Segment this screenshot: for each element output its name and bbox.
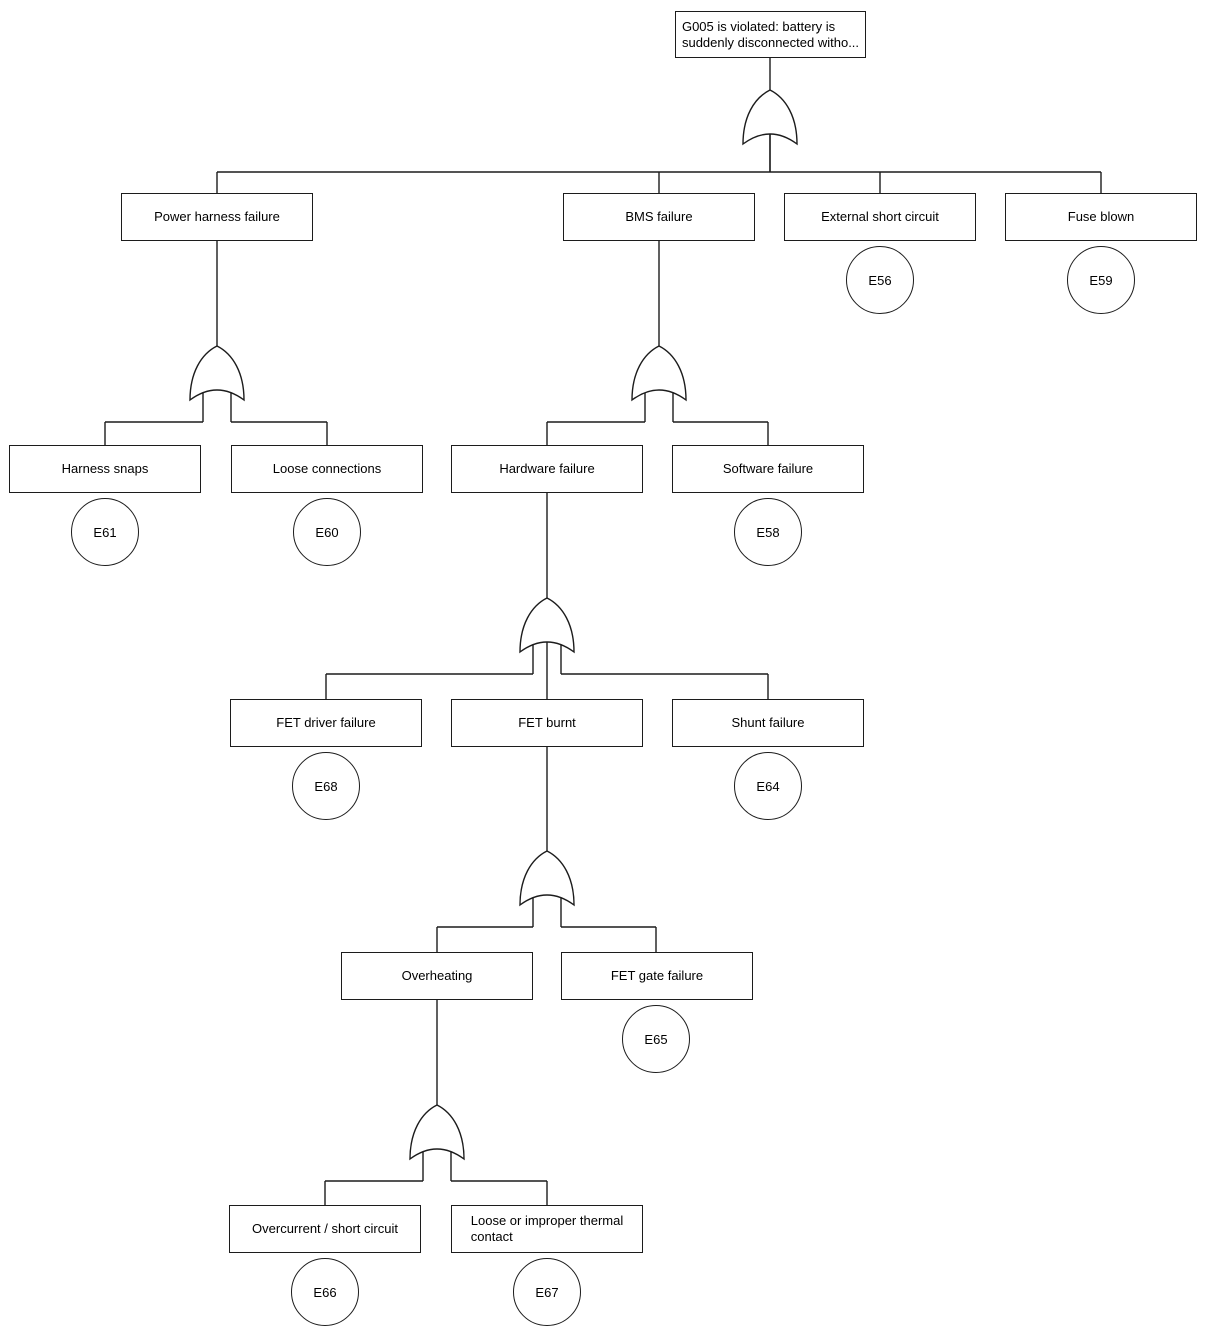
or-gate-bms <box>631 345 687 422</box>
basic-event-e56-label: E56 <box>868 272 892 288</box>
node-fet-gate-failure-label: FET gate failure <box>610 968 704 983</box>
node-external-short-circuit: External short circuit <box>784 193 976 241</box>
node-overheating-label: Overheating <box>401 968 473 983</box>
node-fet-burnt-label: FET burnt <box>518 715 576 730</box>
basic-event-e64-label: E64 <box>756 778 780 794</box>
or-gate-power-harness <box>189 345 245 422</box>
basic-event-e68: E68 <box>292 752 360 820</box>
node-shunt-failure: Shunt failure <box>672 699 864 747</box>
basic-event-e66-label: E66 <box>313 1284 337 1300</box>
basic-event-e58-label: E58 <box>756 524 780 540</box>
node-hardware-failure-label: Hardware failure <box>499 461 595 476</box>
basic-event-e59-label: E59 <box>1089 272 1113 288</box>
basic-event-e60: E60 <box>293 498 361 566</box>
node-software-failure-label: Software failure <box>722 461 814 476</box>
connector-fet-burnt-branch <box>436 747 657 952</box>
basic-event-e67: E67 <box>513 1258 581 1326</box>
node-external-short-circuit-label: External short circuit <box>821 209 939 224</box>
or-gate-overheating <box>409 1104 465 1181</box>
or-gate-fet-burnt <box>519 850 575 927</box>
node-fet-burnt: FET burnt <box>451 699 643 747</box>
or-gate-hardware <box>519 597 575 674</box>
basic-event-e61-label: E61 <box>93 524 117 540</box>
node-overheating: Overheating <box>341 952 533 1000</box>
node-loose-connections: Loose connections <box>231 445 423 493</box>
node-software-failure: Software failure <box>672 445 864 493</box>
node-harness-snaps-label: Harness snaps <box>61 461 149 476</box>
node-loose-connections-label: Loose connections <box>272 461 382 476</box>
node-hardware-failure: Hardware failure <box>451 445 643 493</box>
basic-event-e58: E58 <box>734 498 802 566</box>
node-fuse-blown: Fuse blown <box>1005 193 1197 241</box>
basic-event-e64: E64 <box>734 752 802 820</box>
connector-hardware-branch <box>325 493 769 699</box>
basic-event-e60-label: E60 <box>315 524 339 540</box>
node-top-event-label: G005 is violated: battery is suddenly di… <box>681 18 860 50</box>
node-loose-thermal-contact: Loose or improper thermal contact <box>451 1205 643 1253</box>
node-fuse-blown-label: Fuse blown <box>1067 209 1135 224</box>
basic-event-e56: E56 <box>846 246 914 314</box>
connector-overheating-branch <box>324 1000 548 1205</box>
node-harness-snaps: Harness snaps <box>9 445 201 493</box>
basic-event-e66: E66 <box>291 1258 359 1326</box>
basic-event-e65: E65 <box>622 1005 690 1073</box>
basic-event-e59: E59 <box>1067 246 1135 314</box>
basic-event-e67-label: E67 <box>535 1284 559 1300</box>
node-bms-failure: BMS failure <box>563 193 755 241</box>
basic-event-e65-label: E65 <box>644 1031 668 1047</box>
node-shunt-failure-label: Shunt failure <box>731 715 805 730</box>
connector-level1-bus <box>216 133 1102 193</box>
basic-event-e61: E61 <box>71 498 139 566</box>
node-top-event: G005 is violated: battery is suddenly di… <box>675 11 866 58</box>
connector-power-harness-branch <box>104 241 328 445</box>
or-gate-top <box>742 89 798 172</box>
node-overcurrent-short-circuit: Overcurrent / short circuit <box>229 1205 421 1253</box>
connector-bms-branch <box>546 241 769 445</box>
node-fet-driver-failure-label: FET driver failure <box>276 715 376 730</box>
node-power-harness-failure: Power harness failure <box>121 193 313 241</box>
basic-event-e68-label: E68 <box>314 778 338 794</box>
node-bms-failure-label: BMS failure <box>625 209 693 224</box>
node-overcurrent-short-circuit-label: Overcurrent / short circuit <box>252 1221 398 1236</box>
node-fet-gate-failure: FET gate failure <box>561 952 753 1000</box>
node-loose-thermal-contact-label: Loose or improper thermal contact <box>470 1213 624 1244</box>
node-power-harness-failure-label: Power harness failure <box>154 209 280 224</box>
node-fet-driver-failure: FET driver failure <box>230 699 422 747</box>
